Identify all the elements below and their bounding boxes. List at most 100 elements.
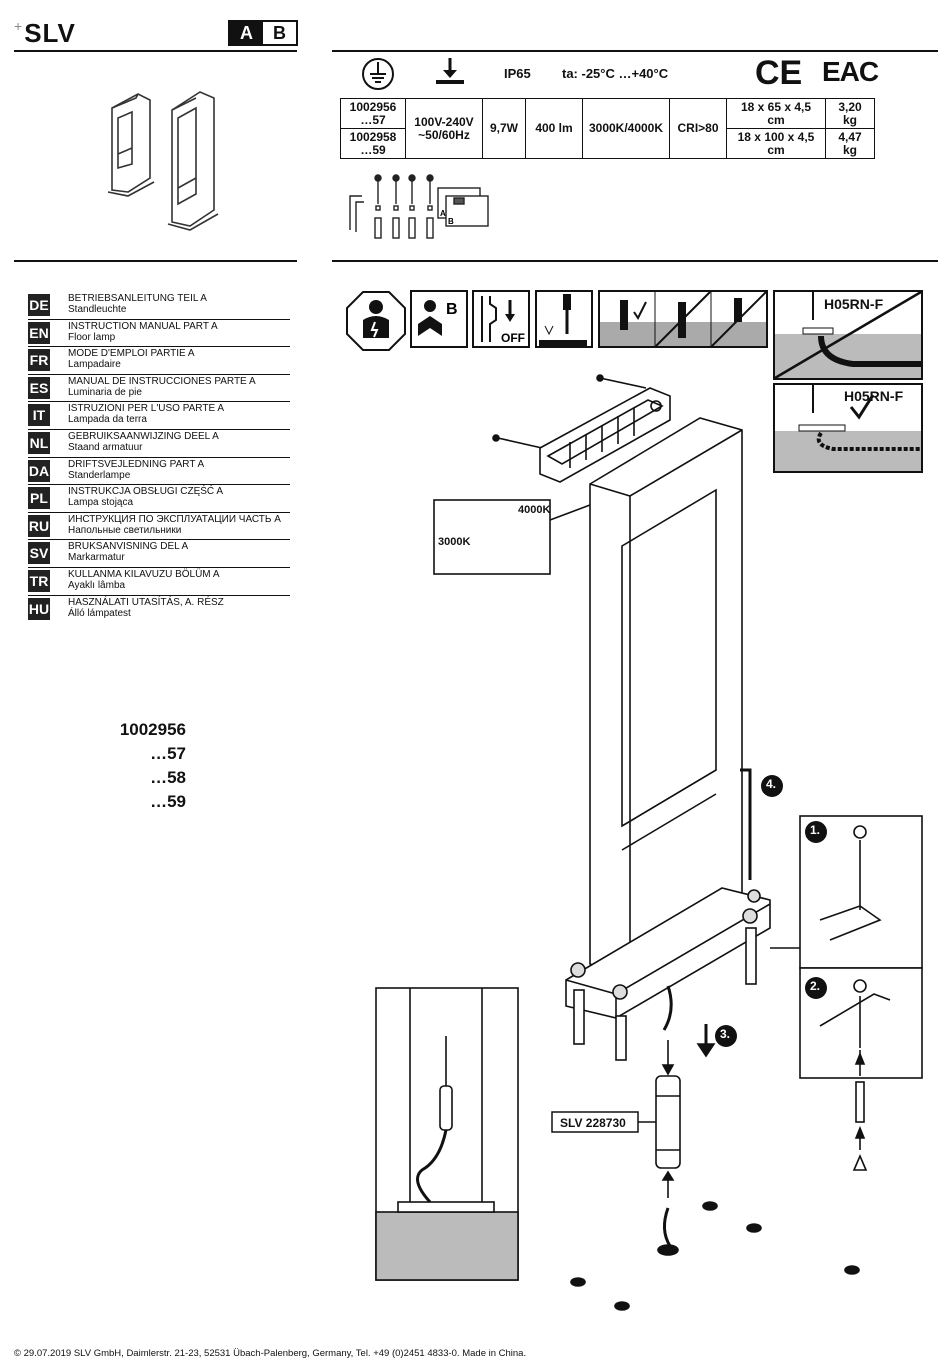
language-title: HASZNÁLATI UTASÍTÁS, A. RÉSZ [68, 596, 224, 608]
ce-mark: CE [755, 54, 803, 92]
language-code: NL [28, 431, 50, 454]
footer: © 29.07.2019 SLV GmbH, Daimlerstr. 21-23… [14, 1348, 527, 1359]
language-code: PL [28, 487, 50, 510]
article-number-variant: …57 [360, 112, 386, 127]
read-manual-icon: B [410, 290, 468, 348]
language-code: EN [28, 321, 50, 344]
language-subtitle: Напольные светильники [68, 524, 182, 536]
step-1-label: 1. [810, 823, 821, 837]
variant-number: …59 [150, 792, 186, 811]
electrician-icon [346, 291, 406, 351]
brand-logo: +SLV [14, 18, 76, 48]
power-off-label: OFF [501, 331, 525, 345]
step-3-label: 3. [720, 1027, 731, 1041]
language-code: SV [28, 542, 50, 565]
language-code: DA [28, 459, 50, 482]
weight: 4,47 [838, 129, 862, 144]
drilling-icon [535, 290, 593, 348]
variant-list: 1002956 …57 …58 …59 [110, 718, 186, 814]
language-subtitle: Lampadaire [68, 359, 121, 371]
article-number-variant: …59 [360, 142, 386, 157]
dimensions-unit: cm [767, 112, 785, 127]
article-number: 1002956 [349, 99, 397, 114]
mounting-surface-icon [436, 58, 464, 84]
language-title: ISTRUZIONI PER L'USO PARTE A [68, 403, 225, 415]
cri: CRI>80 [669, 98, 727, 159]
weight: 3,20 [838, 99, 862, 114]
part-a-badge: A [230, 22, 263, 44]
weight-unit: kg [842, 112, 857, 127]
divider [14, 50, 297, 52]
svg-text:A: A [440, 209, 446, 218]
language-title: MODE D'EMPLOI PARTIE A [68, 348, 195, 360]
cable-label: H05RN-F [844, 388, 904, 404]
language-subtitle: Álló lámpatest [68, 607, 131, 619]
language-code: TR [28, 569, 50, 592]
language-subtitle: Floor lamp [68, 331, 116, 343]
language-title: KULLANMA KILAVUZU BÖLÜM A [68, 568, 220, 580]
language-title: ИНСТРУКЦИЯ ПО ЭКСПЛУАТАЦИИ ЧАСТЬ A [68, 513, 281, 525]
color-temperature: 3000K/4000K [582, 98, 670, 159]
language-code: ES [28, 376, 50, 399]
divider [332, 260, 938, 262]
product-thumbnail [107, 91, 219, 231]
power: 9,7W [482, 98, 526, 159]
cct-low-label: 3000K [438, 536, 471, 548]
cable-label: H05RN-F [824, 296, 884, 312]
ambient-temperature: ta: -25°C …+40°C [562, 66, 669, 81]
language-title: DRIFTSVEJLEDNING PART A [68, 458, 205, 470]
language-title: INSTRUKCJA OBSŁUGI CZĘŚĆ A [68, 486, 224, 498]
language-subtitle: Lampa stojąca [68, 497, 134, 509]
lumen: 400 lm [525, 98, 583, 159]
variant-number: 1002956 [119, 720, 186, 739]
step-4-label: 4. [766, 777, 777, 791]
language-code: IT [28, 404, 50, 427]
language-subtitle: Ayaklı lâmba [68, 579, 126, 591]
svg-text:B: B [448, 217, 454, 226]
language-title: BRUKSANVISNING DEL A [68, 541, 189, 553]
ip-rating: IP65 [504, 66, 531, 81]
voltage: 100V-240V [414, 114, 474, 129]
variant-number: …58 [150, 768, 186, 787]
language-code: HU [28, 597, 50, 620]
cable-type-correct-icon [773, 383, 923, 473]
dimensions-unit: cm [767, 142, 785, 157]
dimensions: 18 x 100 x 4,5 [737, 129, 815, 144]
cct-high-label: 4000K [518, 504, 551, 516]
connector-label: SLV 228730 [560, 1116, 626, 1130]
language-code: RU [28, 514, 50, 537]
step-2-label: 2. [810, 979, 821, 993]
divider [14, 260, 297, 262]
language-subtitle: Lampada da terra [68, 414, 147, 426]
included-parts-illustration: A B [349, 174, 489, 239]
article-number: 1002958 [349, 129, 397, 144]
language-subtitle: Standleuchte [68, 304, 127, 315]
variant-number: …57 [150, 744, 186, 763]
language-code: DE [28, 294, 50, 316]
language-subtitle: Standerlampe [68, 469, 131, 481]
assembly-diagram [375, 374, 923, 1311]
cable-type-wrong-icon [773, 290, 923, 380]
language-subtitle: Luminaria de pie [68, 386, 142, 398]
language-subtitle: Staand armatuur [68, 441, 143, 453]
power-off-icon: OFF [472, 290, 530, 348]
weight-unit: kg [842, 142, 857, 157]
eac-mark: EAC [822, 56, 879, 87]
dimensions: 18 x 65 x 4,5 [740, 99, 812, 114]
frequency: ~50/60Hz [418, 127, 470, 142]
language-code: FR [28, 349, 50, 372]
language-subtitle: Markarmatur [68, 552, 125, 564]
divider [332, 50, 938, 52]
